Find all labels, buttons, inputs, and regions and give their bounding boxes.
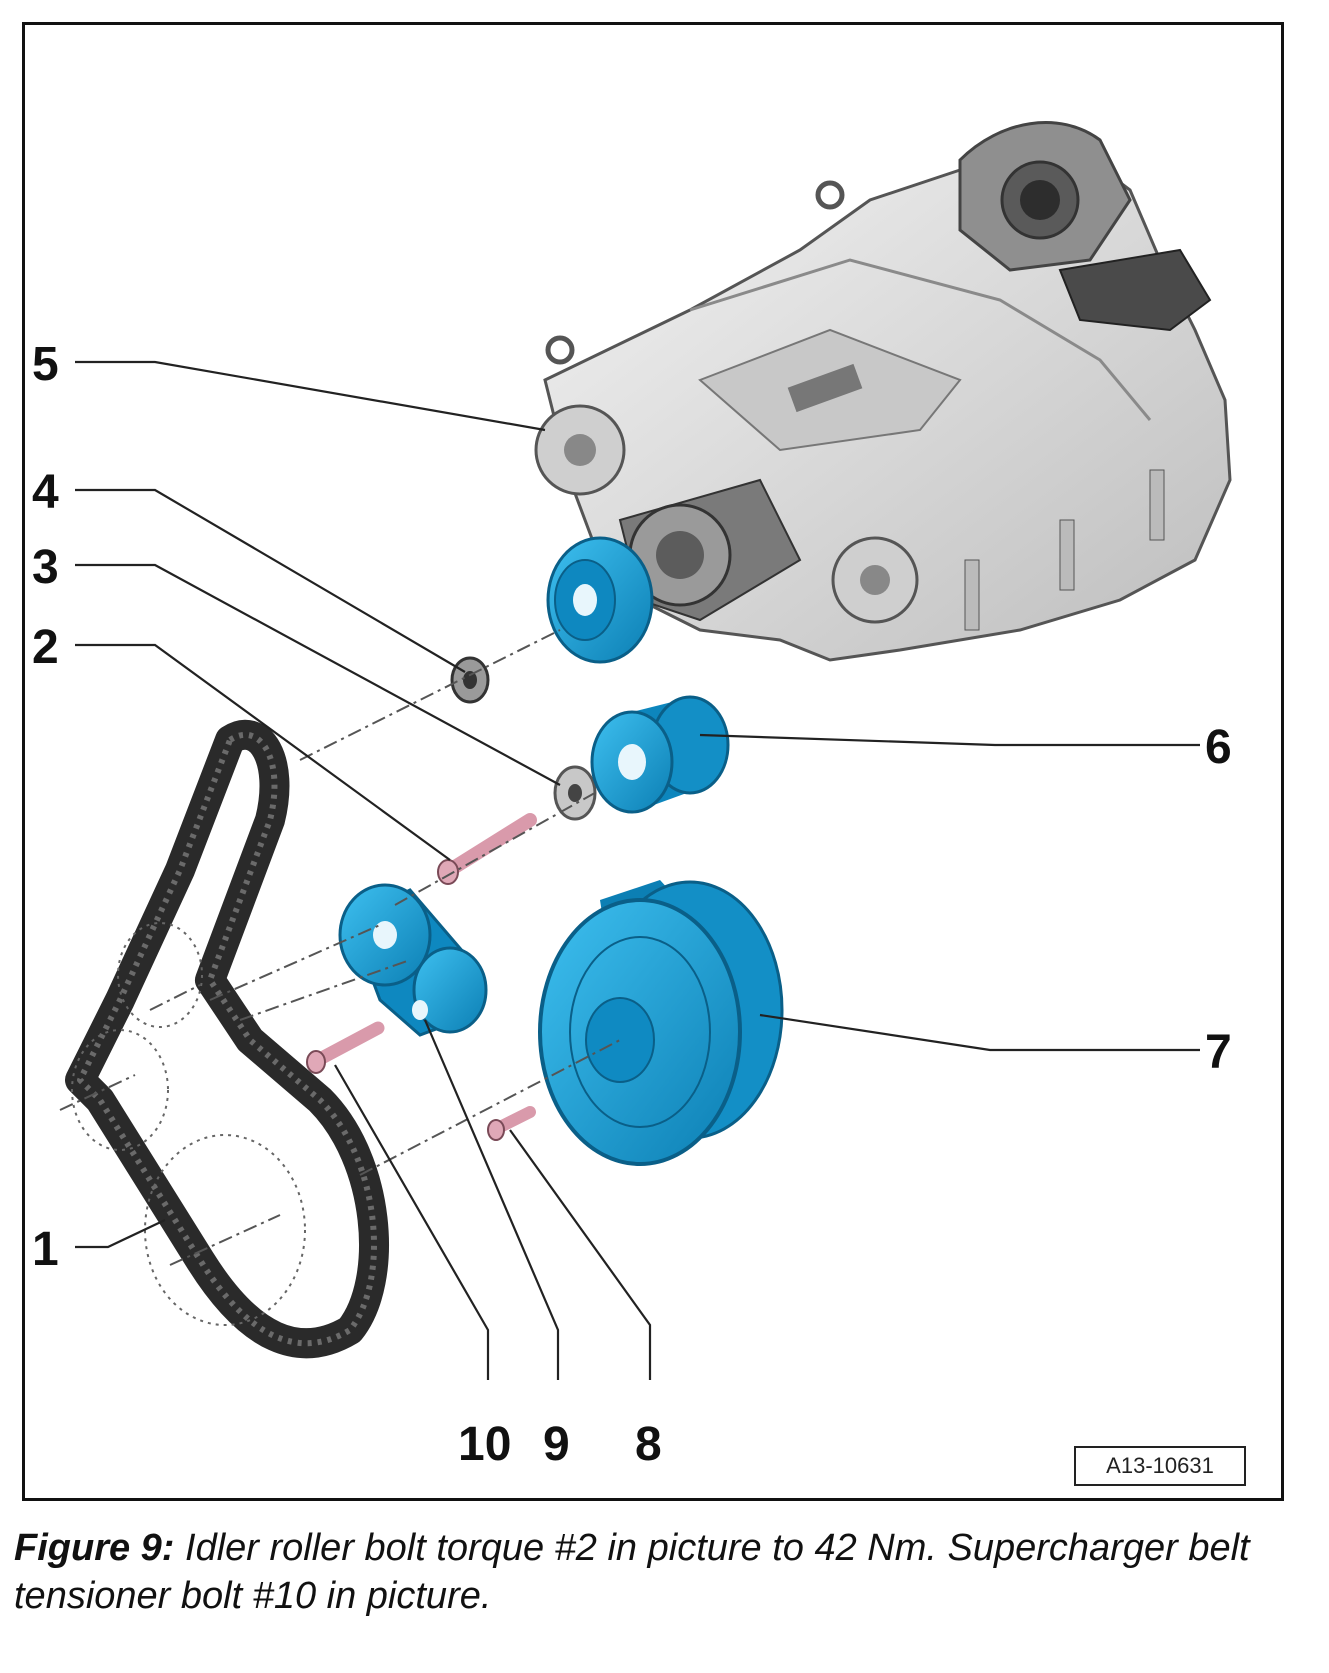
callout-leaders (75, 360, 1200, 1380)
caption-text: Idler roller bolt torque #2 in picture t… (14, 1527, 1250, 1617)
idler-roller (590, 695, 730, 814)
supercharger-pulley (546, 536, 654, 664)
callout-10: 10 (458, 1418, 511, 1471)
tensioner-bolt (306, 1021, 385, 1074)
callout-numbers: 1 2 3 4 5 6 7 8 9 10 (32, 338, 1232, 1471)
callout-1: 1 (32, 1223, 59, 1276)
reference-code: A13-10631 (1074, 1446, 1246, 1486)
washer-3 (553, 765, 597, 821)
callout-9: 9 (543, 1418, 570, 1471)
callout-3: 3 (32, 541, 59, 594)
callout-4: 4 (32, 466, 59, 519)
caption-label: Figure 9: (14, 1527, 175, 1569)
crankshaft-pulley (538, 880, 784, 1166)
belt-tensioner (338, 883, 488, 1037)
idler-roller-bolt (437, 813, 537, 885)
figure-caption: Figure 9: Idler roller bolt torque #2 in… (14, 1524, 1314, 1620)
callout-5: 5 (32, 338, 59, 391)
callout-7: 7 (1205, 1026, 1232, 1079)
callout-2: 2 (32, 621, 59, 674)
washer-4 (450, 656, 490, 704)
assembly-axes (59, 629, 621, 1266)
callout-6: 6 (1205, 721, 1232, 774)
pulley-bolt (487, 1106, 536, 1141)
exploded-parts-diagram: 1 2 3 4 5 6 7 8 9 10 (32, 121, 1232, 1471)
drive-belt (65, 719, 389, 1359)
supercharger-housing (534, 121, 1232, 662)
callout-8: 8 (635, 1418, 662, 1471)
